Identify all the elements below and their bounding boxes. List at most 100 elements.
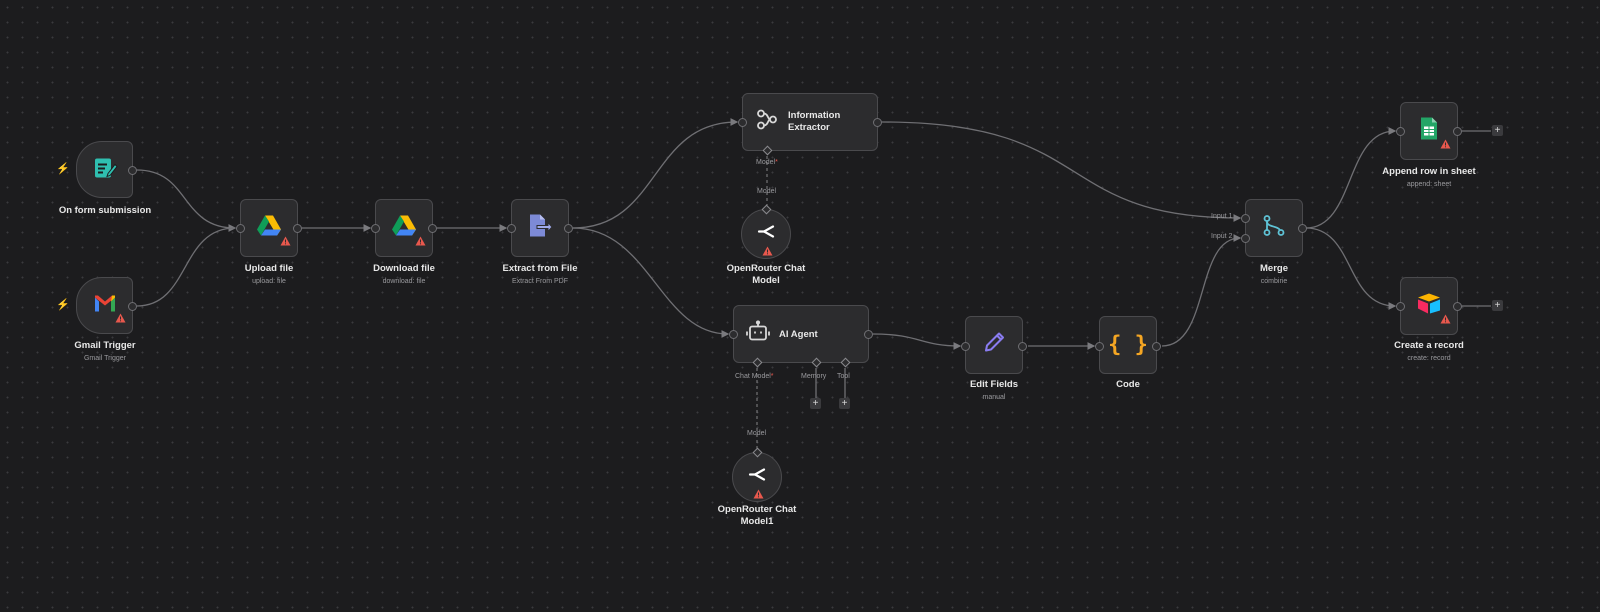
edge-merge-create	[1305, 227, 1397, 310]
node-subtitle: download: file	[382, 278, 426, 285]
upload-file-node[interactable]	[236, 199, 302, 257]
connector-label: Model	[747, 430, 767, 437]
node-label: Gmail Trigger	[74, 340, 136, 351]
edge-extract-agent	[572, 227, 730, 338]
output-port[interactable]	[1298, 224, 1307, 233]
output-port[interactable]	[1152, 342, 1161, 351]
label-line: Extractor	[788, 122, 830, 133]
label-line: Model1	[740, 516, 774, 527]
input-2-port[interactable]	[1241, 234, 1250, 243]
add-next-node-button[interactable]: +	[1492, 300, 1503, 311]
airtable-icon	[1416, 293, 1442, 320]
append-row-node[interactable]	[1396, 102, 1462, 160]
input-port[interactable]	[507, 224, 516, 233]
pencil-icon	[982, 331, 1006, 360]
node-label: OpenRouter Chat Model	[686, 263, 846, 287]
input-port[interactable]	[1095, 342, 1104, 351]
port-label: Memory	[801, 373, 827, 380]
output-port[interactable]	[128, 166, 137, 175]
output-port[interactable]	[1018, 342, 1027, 351]
node-label: Code	[1116, 379, 1140, 390]
node-subtitle: combine	[1260, 278, 1288, 285]
port-label: Model*	[756, 159, 778, 166]
input-1-port[interactable]	[1241, 214, 1250, 223]
output-port[interactable]	[564, 224, 573, 233]
label-line: Information	[788, 110, 841, 121]
input-label: Input 2	[1211, 233, 1233, 240]
add-memory-button[interactable]: +	[810, 398, 821, 409]
edge-form-upload	[136, 169, 237, 232]
port-label: Chat Model*	[735, 373, 774, 380]
information-extractor-node[interactable]: Information Extractor	[738, 93, 882, 156]
input-port[interactable]	[371, 224, 380, 233]
node-subtitle: Gmail Trigger	[83, 355, 126, 362]
label-line: Model	[752, 275, 780, 286]
node-label: AI Agent	[779, 329, 818, 340]
robot-icon	[746, 320, 770, 348]
node-subtitle: append: sheet	[1406, 181, 1452, 188]
create-record-node[interactable]	[1396, 277, 1462, 335]
node-label: On form submission	[58, 205, 152, 216]
merge-icon	[1262, 214, 1286, 243]
form-icon	[92, 154, 118, 185]
google-sheets-icon	[1420, 117, 1438, 146]
node-label: Append row in sheet	[1382, 166, 1476, 177]
edge-merge-append	[1305, 127, 1397, 229]
download-file-node[interactable]	[371, 199, 437, 257]
node-label: OpenRouter Chat Model1	[677, 504, 837, 528]
connector-label: Model	[757, 188, 777, 195]
warning-icon	[762, 243, 773, 261]
output-port[interactable]	[1453, 302, 1462, 311]
gmail-trigger-node[interactable]	[76, 277, 137, 334]
warning-icon	[1440, 311, 1451, 329]
add-next-node-button[interactable]: +	[1492, 125, 1503, 136]
edge-info-merge	[881, 121, 1242, 222]
output-port[interactable]	[128, 302, 137, 311]
input-port[interactable]	[236, 224, 245, 233]
edit-fields-node[interactable]	[961, 316, 1027, 374]
node-label: Merge	[1260, 263, 1288, 274]
output-port[interactable]	[873, 118, 882, 127]
node-label: Extract from File	[502, 263, 578, 274]
merge-node[interactable]	[1241, 199, 1307, 257]
label-line: OpenRouter Chat	[726, 263, 806, 274]
node-subtitle: manual	[982, 394, 1006, 401]
code-node[interactable]: { }	[1095, 316, 1161, 374]
trigger-bolt-icon: ⚡	[56, 163, 70, 175]
ai-agent-node[interactable]: AI Agent	[729, 305, 873, 368]
braces-icon: { }	[1108, 332, 1148, 358]
input-port[interactable]	[729, 330, 738, 339]
input-port[interactable]	[1396, 302, 1405, 311]
output-port[interactable]	[293, 224, 302, 233]
input-port[interactable]	[738, 118, 747, 127]
output-port[interactable]	[1453, 127, 1462, 136]
trigger-bolt-icon: ⚡	[56, 299, 70, 311]
node-label: Download file	[373, 263, 435, 274]
node-label: Information Extractor	[788, 110, 840, 134]
openrouter-icon	[757, 224, 775, 245]
output-port[interactable]	[428, 224, 437, 233]
google-drive-icon	[391, 215, 417, 242]
edge-gmail-upload	[136, 227, 236, 307]
edge-extract-info	[572, 118, 739, 229]
openrouter-chat-model1-node[interactable]	[732, 447, 782, 504]
add-tool-button[interactable]: +	[839, 398, 850, 409]
warning-icon	[115, 310, 126, 328]
openrouter-chat-model-node[interactable]	[741, 204, 791, 261]
form-trigger-node[interactable]	[76, 141, 137, 198]
node-subtitle: upload: file	[252, 278, 286, 285]
openrouter-icon	[748, 467, 766, 488]
extract-from-file-node[interactable]	[507, 199, 573, 257]
warning-icon	[753, 486, 764, 504]
node-label: Upload file	[244, 263, 294, 274]
warning-icon	[1440, 136, 1451, 154]
node-label: Edit Fields	[969, 379, 1019, 390]
node-subtitle: create: record	[1407, 355, 1451, 362]
warning-icon	[415, 233, 426, 251]
input-port[interactable]	[1396, 127, 1405, 136]
node-subtitle: Extract From PDF	[511, 278, 568, 285]
node-label: Create a record	[1394, 340, 1464, 351]
output-port[interactable]	[864, 330, 873, 339]
input-port[interactable]	[961, 342, 970, 351]
